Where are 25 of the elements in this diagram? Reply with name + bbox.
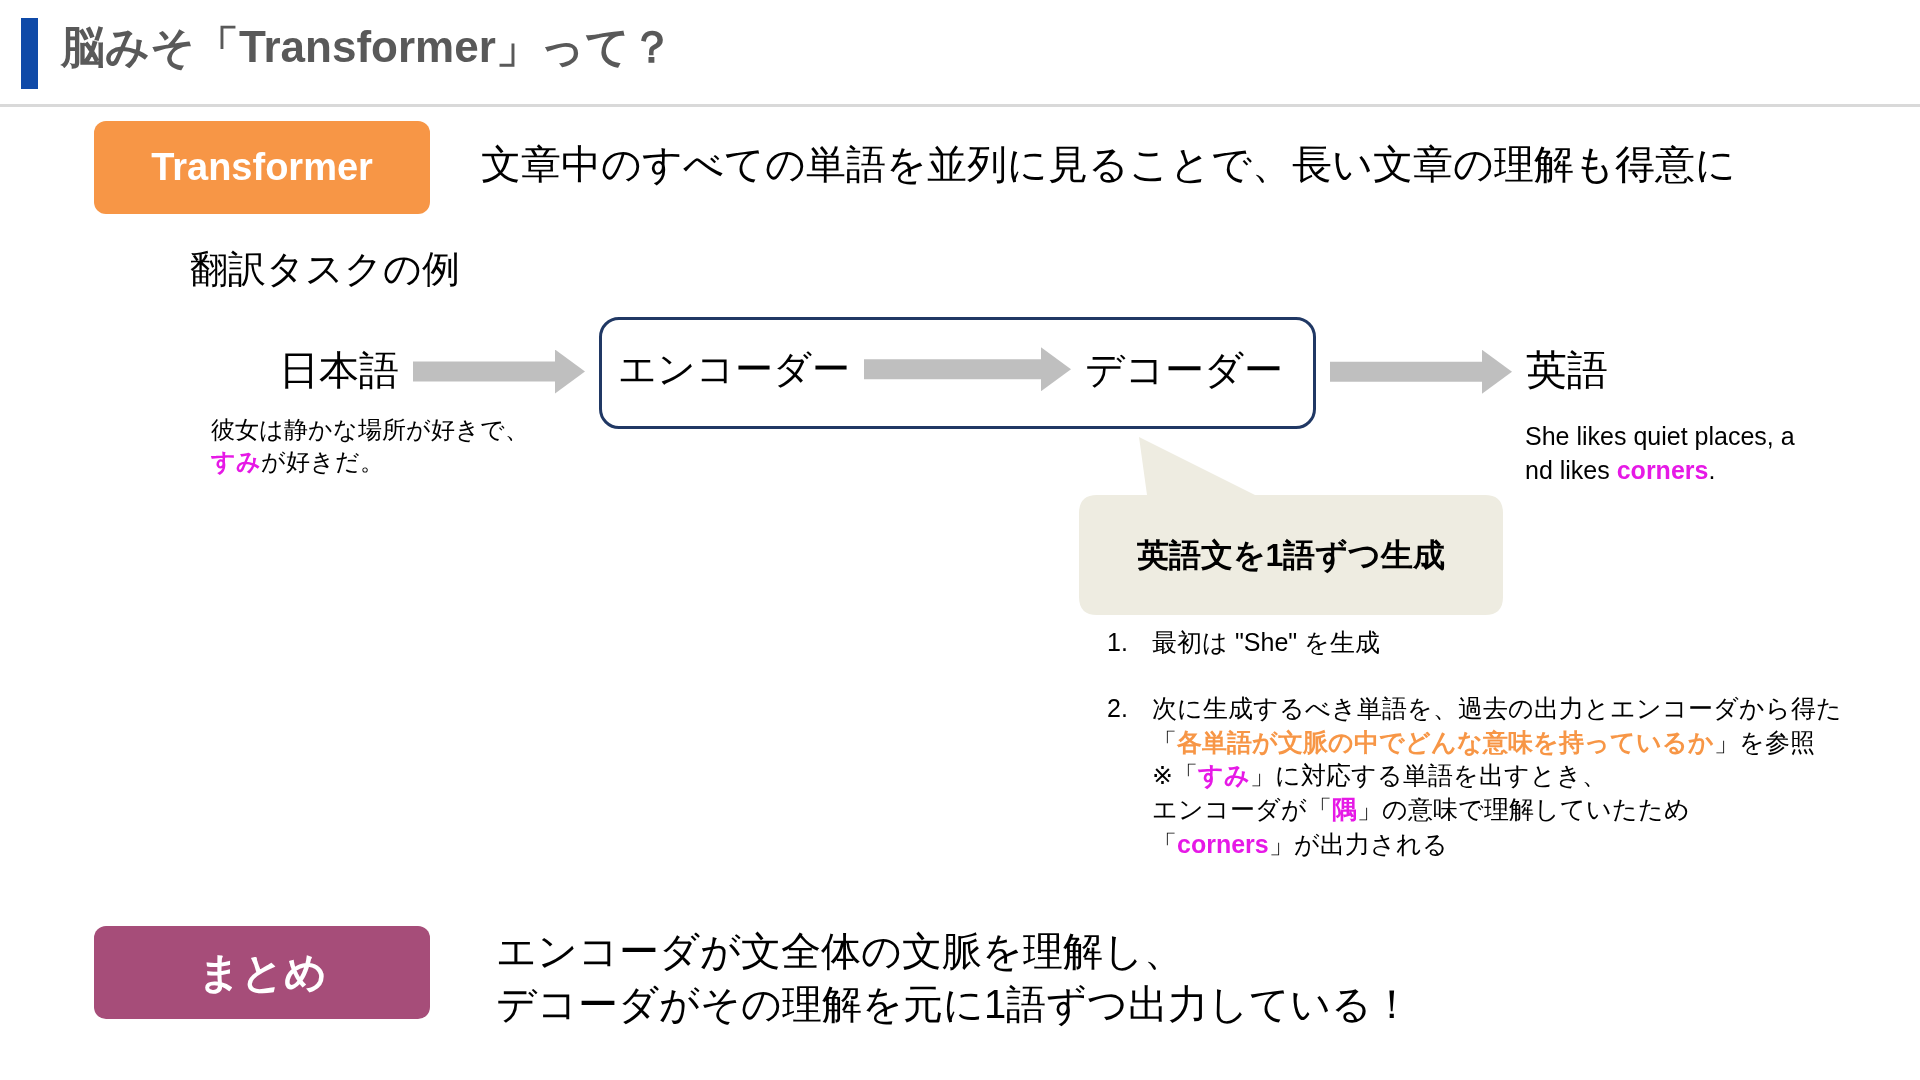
heading-badge: Transformer xyxy=(94,121,430,214)
list-item: 最初は "She" を生成 xyxy=(1152,627,1381,658)
component-label: エンコーダー xyxy=(618,346,850,392)
language-label: 英語 xyxy=(1526,346,1608,395)
slide-title: 脳みそ「Transformer」って？ xyxy=(61,21,674,73)
section-heading: 翻訳タスクの例 xyxy=(190,247,460,292)
summary-text: エンコーダが文全体の文脈を理解し、 xyxy=(496,928,1184,975)
arrow xyxy=(864,347,1071,392)
list-item: 次に生成するべき単語を、過去の出力とエンコーダから得た「各単語が文脈の中でどんな意味を持っているか」を参照 xyxy=(1152,693,1843,758)
list-number: 2. xyxy=(1107,693,1128,724)
component-label: デコーダー xyxy=(1085,346,1283,393)
summary-badge: まとめ xyxy=(94,926,430,1019)
arrow xyxy=(413,349,585,394)
note-text: エンコーダが「隅」の意味で理解していたため xyxy=(1152,794,1690,825)
summary-text: デコーダがその理解を元に1語ずつ出力している！ xyxy=(496,981,1413,1028)
language-label: 日本語 xyxy=(279,346,399,394)
callout-text: 英語文を1語ずつ生成 xyxy=(1136,536,1446,575)
list-number: 1. xyxy=(1107,627,1128,658)
note-text: ※「すみ」に対応する単語を出すとき、 xyxy=(1152,760,1607,791)
description-text: 文章中のすべての単語を並列に見ることで、長い文章の理解も得意に xyxy=(481,141,1736,188)
example-sentence: 彼女は静かな場所が好きで、すみが好きだ。 xyxy=(211,415,530,477)
model-box xyxy=(599,317,1316,429)
note-text: 「corners」が出力される xyxy=(1152,829,1448,860)
arrow xyxy=(1330,349,1512,394)
example-sentence: She likes quiet places, and likes corners. xyxy=(1525,421,1796,486)
